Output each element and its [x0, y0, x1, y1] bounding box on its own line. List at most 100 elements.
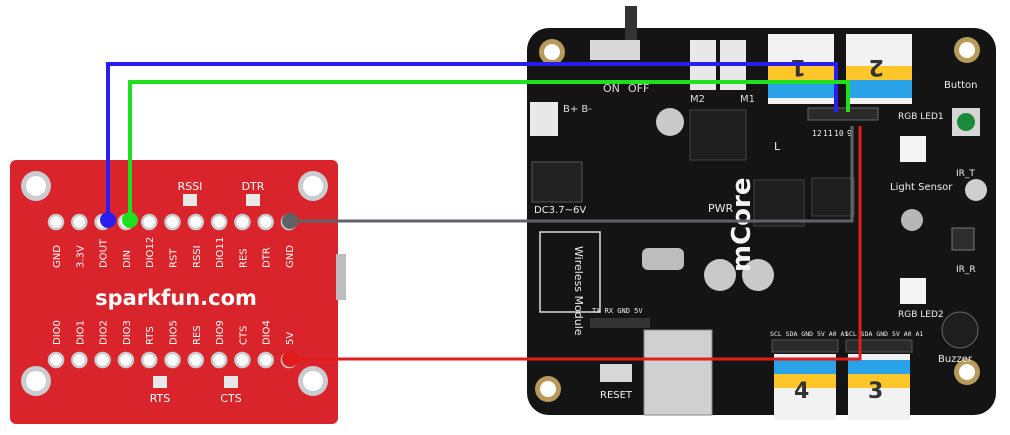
cts-jumper-label: CTS [220, 392, 241, 405]
sparkfun-usb-port [336, 254, 346, 300]
wire-red-endpoint [282, 351, 298, 367]
wireless-header [590, 318, 650, 328]
sparkfun-top-pin-hole [234, 213, 251, 231]
sparkfun-mounting-holes [21, 171, 328, 396]
sparkfun-xbee-board: RSSI DTR RTS CTS sparkfun.com GND 3.3V DOU… [10, 160, 346, 424]
sparkfun-bottom-pin-hole [257, 351, 274, 369]
header-pin-9: 9 [847, 129, 852, 138]
sparkfun-bottom-pin-label: DIO4 [262, 320, 273, 345]
wireless-pins-label: TX RX GND 5V [592, 307, 643, 315]
buzzer [941, 311, 979, 349]
reset-button [600, 364, 632, 382]
l-led-label: L [774, 140, 781, 153]
light-sensor-label: Light Sensor [890, 182, 953, 193]
dtr-jumper-pad [246, 194, 260, 206]
wireless-module-label: Wireless Module [572, 246, 585, 336]
sparkfun-bottom-pin-hole [187, 351, 205, 369]
port-3-number: 3 [868, 379, 883, 404]
sparkfun-top-pin-hole [164, 213, 181, 231]
sparkfun-brand: sparkfun.com [95, 286, 257, 310]
rgb-led1-label: RGB LED1 [898, 112, 944, 122]
light-sensor [901, 209, 923, 231]
port-3-header [845, 339, 913, 353]
wire-green-din-to-9 [128, 80, 850, 220]
signal-header: 12 11 10 9 [807, 107, 879, 138]
cts-jumper-pad [224, 376, 238, 388]
on-label: ON [603, 82, 620, 95]
usb-connector [643, 329, 713, 416]
header-pin-12: 12 [812, 129, 822, 138]
rts-jumper-label: RTS [150, 392, 171, 405]
m2-label: M2 [690, 94, 705, 105]
port-2-socket: 2 [846, 34, 912, 104]
sparkfun-top-pin-label: DIN [122, 250, 133, 268]
sparkfun-top-pin-label: DIO11 [215, 237, 226, 268]
mcore-mounting-holes [535, 37, 980, 402]
sparkfun-bottom-pin-hole [94, 351, 111, 369]
sparkfun-top-pin-label: RSSI [192, 245, 203, 268]
wire-red-5v [290, 126, 862, 361]
ir-transmitter [965, 179, 987, 201]
wire-blue-endpoint [100, 212, 116, 228]
sparkfun-top-pin-label: 3.3V [75, 245, 86, 268]
header-pin-10: 10 [834, 129, 844, 138]
header-pin-11: 11 [823, 129, 833, 138]
power-input-label: DC3.7~6V [534, 205, 586, 216]
pwr-label: PWR [708, 202, 734, 215]
crystal [642, 248, 684, 270]
wire-green-endpoint [122, 212, 138, 228]
sparkfun-top-pin-hole [210, 213, 228, 231]
sparkfun-bottom-pin-hole [117, 351, 135, 369]
sparkfun-top-pin-label: GND [285, 245, 296, 268]
sparkfun-bottom-pin-hole [164, 351, 181, 369]
sparkfun-bottom-pin-label: DIO0 [52, 320, 63, 345]
power-switch-lever [625, 6, 637, 40]
mcore-title: mCore [727, 178, 757, 273]
wire-gray-endpoint [282, 213, 298, 229]
port-4-socket: 4 [774, 354, 836, 420]
sparkfun-bottom-pin-hole [234, 351, 251, 369]
sparkfun-bottom-pin-hole [71, 351, 88, 369]
sparkfun-bottom-pin-label: DIO1 [75, 320, 86, 345]
sparkfun-bottom-pin-label: CTS [238, 326, 249, 345]
sparkfun-top-pin-label: DOUT [99, 238, 110, 268]
ir-t-label: IR_T [956, 169, 975, 179]
m1-label: M1 [740, 94, 755, 105]
port-4-pins-label: SCL SDA GND 5V A0 A1 [770, 330, 848, 338]
sparkfun-top-pin-label: RES [238, 248, 249, 268]
sparkfun-top-pin-label: GND [52, 245, 63, 268]
capacitor-3 [742, 259, 774, 291]
sparkfun-top-pin-hole [187, 213, 205, 231]
onboard-button-cap [957, 113, 975, 131]
reset-label: RESET [600, 390, 633, 401]
usb-chip [811, 177, 855, 217]
sparkfun-bottom-pin-label: RTS [145, 326, 156, 345]
rssi-jumper-label: RSSI [178, 180, 203, 193]
rssi-jumper-pad [183, 194, 197, 206]
sparkfun-bottom-pin-hole [47, 351, 65, 369]
capacitor-1 [656, 108, 684, 136]
battery-connector [530, 102, 558, 136]
rgb-led1 [900, 136, 926, 162]
rts-jumper-pad [153, 376, 167, 388]
sparkfun-top-pin-hole [47, 213, 65, 231]
capacitor-2 [704, 259, 736, 291]
wires [100, 62, 862, 367]
port-4-header [771, 339, 839, 353]
dtr-jumper-label: DTR [242, 180, 265, 193]
off-label: OFF [628, 82, 649, 95]
button-label: Button [944, 80, 978, 91]
wire-blue-dout-to-10 [106, 62, 838, 220]
sparkfun-top-pin-label: DIO12 [145, 237, 156, 268]
port-1-socket: 1 [768, 34, 834, 104]
sparkfun-bottom-pin-label: RES [192, 325, 203, 345]
microcontroller-chip [753, 179, 805, 227]
battery-label: B+ B- [563, 104, 592, 115]
sparkfun-bottom-pin-label: DIO3 [122, 320, 133, 345]
sparkfun-top-pin-label: RST [169, 248, 180, 268]
sparkfun-top-pin-label: DTR [262, 247, 273, 268]
buzzer-label: Buzzer [938, 354, 973, 365]
rgb-led2-label: RGB LED2 [898, 310, 944, 320]
